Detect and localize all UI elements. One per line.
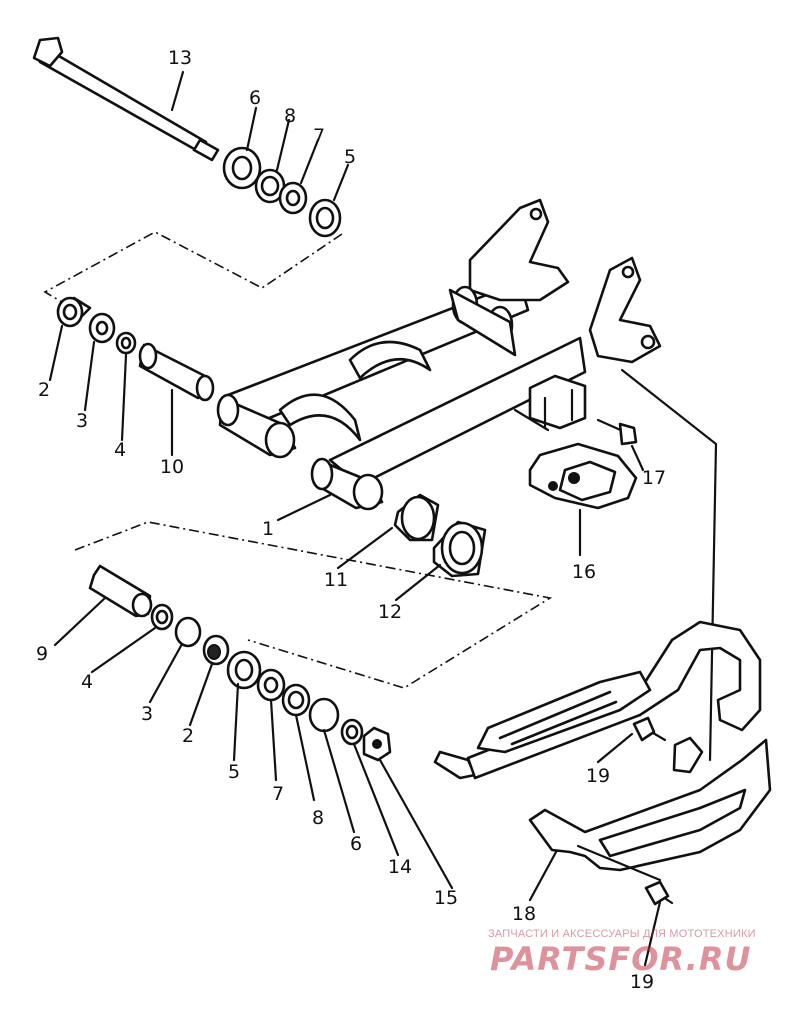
lower-assembly-guide [74, 521, 553, 689]
label-15: 15 [434, 887, 458, 909]
left-upper-bearing-set [56, 296, 215, 402]
bolts-19 [632, 716, 674, 906]
label-3-upper: 3 [76, 410, 88, 432]
swingarm [216, 198, 662, 511]
label-4-upper: 4 [114, 439, 126, 461]
label-9: 9 [36, 643, 48, 665]
label-2-upper: 2 [38, 379, 50, 401]
label-19-lower: 19 [630, 971, 654, 993]
label-14: 14 [388, 856, 412, 878]
right-bearings [393, 493, 487, 578]
callout-labels: 13 6 8 7 5 2 3 4 10 1 11 12 16 17 9 4 3 … [36, 47, 666, 993]
leader-lines [48, 70, 662, 967]
label-10: 10 [160, 456, 184, 478]
label-6-lower: 6 [350, 833, 362, 855]
label-19-upper: 19 [586, 765, 610, 787]
label-1: 1 [262, 518, 274, 540]
watermark-subtitle: ЗАПЧАСТИ И АКСЕССУАРЫ ДЛЯ МОТОТЕХНИКИ [488, 928, 756, 940]
label-16: 16 [572, 561, 596, 583]
label-13: 13 [168, 47, 192, 69]
upper-bearing-set [222, 146, 342, 238]
lower-bearing-set [88, 564, 392, 762]
label-8-lower: 8 [312, 807, 324, 829]
watermark: ЗАПЧАСТИ И АКСЕССУАРЫ ДЛЯ МОТОТЕХНИКИ PA… [488, 928, 788, 978]
label-2-lower: 2 [182, 725, 194, 747]
label-4-lower: 4 [81, 671, 93, 693]
watermark-logo: PARTSFOR.RU [490, 940, 752, 978]
label-6-upper: 6 [249, 87, 261, 109]
upper-assembly-guide [43, 231, 343, 303]
label-8-upper: 8 [284, 105, 296, 127]
label-3-lower: 3 [141, 703, 153, 725]
label-17: 17 [642, 467, 666, 489]
label-5-upper: 5 [344, 146, 356, 168]
foot-guard [433, 620, 772, 882]
label-18: 18 [512, 903, 536, 925]
reference-line [620, 368, 718, 762]
pivot-shaft [32, 36, 220, 162]
chain-guide [528, 442, 638, 510]
label-7-upper: 7 [313, 125, 325, 147]
label-11: 11 [324, 569, 348, 591]
label-7-lower: 7 [272, 783, 284, 805]
label-12: 12 [378, 601, 402, 623]
bolt-17 [596, 418, 638, 446]
label-5-lower: 5 [228, 761, 240, 783]
